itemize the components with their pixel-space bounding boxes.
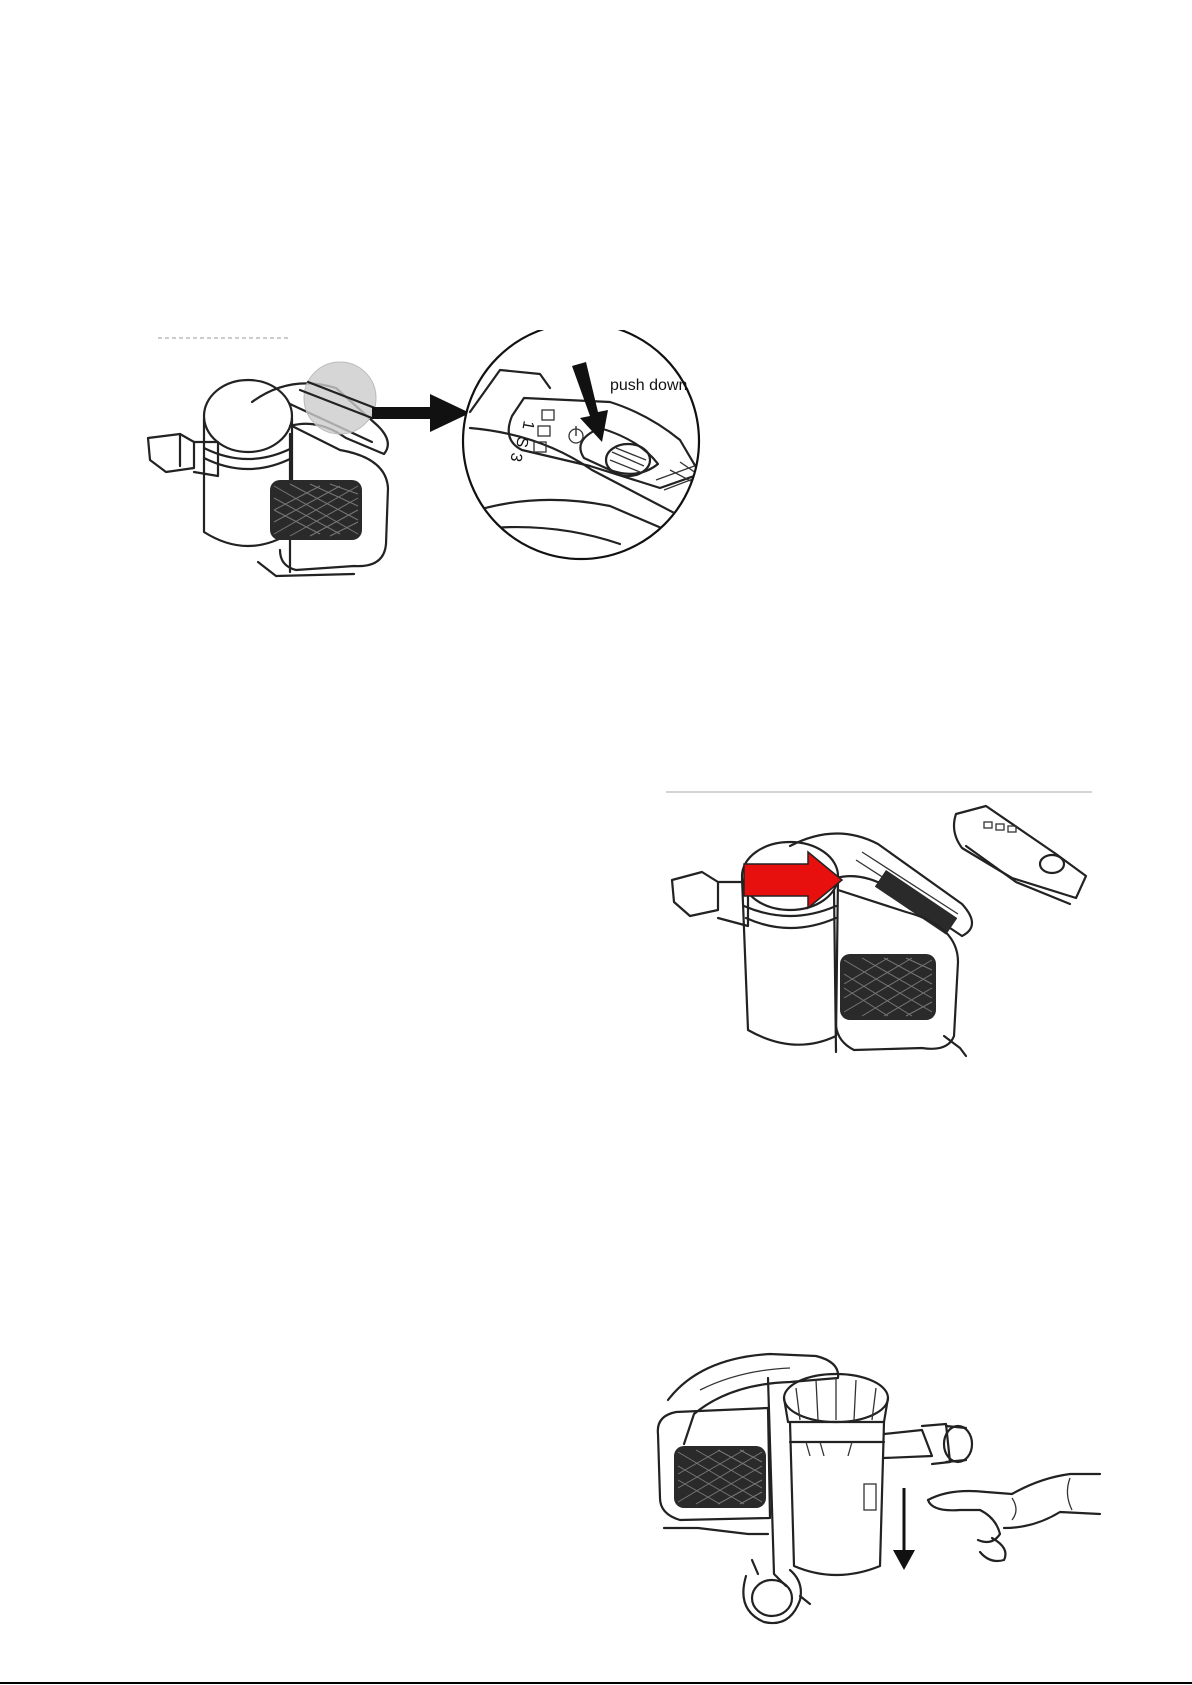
arrow-right-icon <box>744 852 842 908</box>
button-plate-inset <box>954 806 1086 904</box>
zoom-detail-circle: 1 S 3 push down <box>463 330 706 559</box>
push-down-callout: push down <box>610 377 687 394</box>
vacuum-unit-drawing <box>658 1354 972 1623</box>
arrow-down-icon <box>893 1488 915 1570</box>
page-bottom-rule <box>0 1682 1192 1684</box>
figure-detach-dust-bin <box>640 1338 1110 1628</box>
hand-pointing-icon <box>928 1474 1100 1561</box>
arrow-right-icon <box>372 394 470 432</box>
vacuum-unit-drawing <box>148 362 388 576</box>
figure-slide-button <box>666 786 1094 1086</box>
figure-release-button: 1 S 3 push down <box>140 330 760 600</box>
